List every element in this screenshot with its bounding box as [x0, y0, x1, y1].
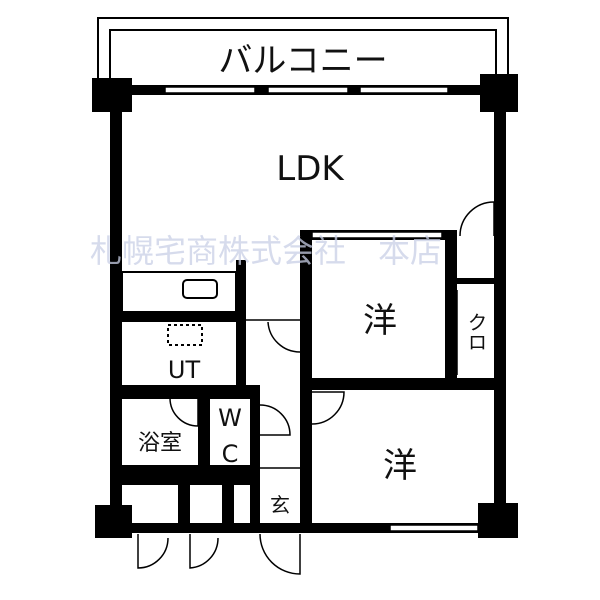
- windows: [164, 86, 479, 532]
- watermark: 札幌宅商株式会社 本店: [90, 232, 442, 270]
- walls: [92, 74, 518, 538]
- closet-label: クロ: [464, 312, 488, 352]
- washer-pan: [167, 324, 203, 346]
- doors: [137, 201, 495, 575]
- kitchen-counter: [121, 271, 237, 313]
- western-room-1-label: 洋: [363, 301, 397, 341]
- western-room-2-label: 洋: [383, 446, 417, 486]
- balcony: [97, 17, 509, 82]
- entrance-label: 玄: [270, 493, 290, 517]
- toilet-label-c: C: [222, 440, 239, 468]
- balcony-label: バルコニー: [218, 41, 387, 81]
- utility-label: UT: [168, 356, 201, 384]
- toilet-label-w: W: [218, 404, 242, 432]
- bathroom-label: 浴室: [138, 431, 182, 456]
- ldk-label: LDK: [276, 149, 345, 189]
